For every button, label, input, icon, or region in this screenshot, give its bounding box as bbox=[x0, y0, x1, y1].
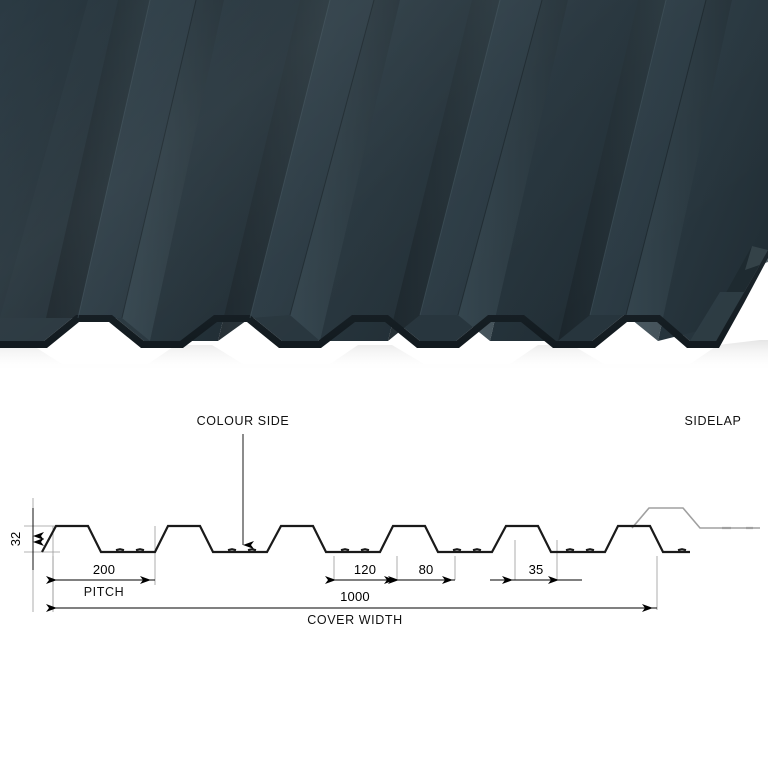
dimension-valley-value: 120 bbox=[354, 562, 376, 577]
sidelap-label: SIDELAP bbox=[684, 414, 741, 428]
technical-drawing-panel: 32 COLOUR SIDE SIDELAP 200 PITCH bbox=[0, 380, 768, 768]
pitch-label: PITCH bbox=[84, 585, 125, 599]
dimension-rib-crown-35: 35 bbox=[490, 562, 582, 584]
dimension-cover-width-1000: 1000 COVER WIDTH bbox=[46, 589, 657, 627]
sidelap-annotation: SIDELAP bbox=[684, 414, 741, 428]
dimension-pitch-value: 200 bbox=[93, 562, 115, 577]
colour-side-label: COLOUR SIDE bbox=[197, 414, 290, 428]
dimension-height-32: 32 bbox=[8, 508, 44, 570]
dimension-pitch-200: 200 PITCH bbox=[46, 562, 155, 599]
cover-width-label: COVER WIDTH bbox=[307, 613, 403, 627]
sheet-body bbox=[0, 0, 768, 348]
diagram-background bbox=[0, 380, 768, 768]
dimension-rib-crown-value: 35 bbox=[529, 562, 544, 577]
sidelap-overlap-profile bbox=[631, 507, 760, 530]
colour-side-annotation: COLOUR SIDE bbox=[197, 414, 290, 549]
dimension-valley-120: 120 bbox=[325, 562, 397, 584]
dimension-height-value: 32 bbox=[8, 532, 23, 546]
product-photo-panel bbox=[0, 0, 768, 380]
dimension-rib-base-value: 80 bbox=[419, 562, 434, 577]
roofing-sheet-render bbox=[0, 0, 768, 380]
dimension-rib-base-80: 80 bbox=[388, 562, 455, 584]
sheet-profile-line bbox=[41, 524, 690, 554]
profile-cross-section-svg: 32 COLOUR SIDE SIDELAP 200 PITCH bbox=[0, 380, 768, 768]
dimension-cover-width-value: 1000 bbox=[340, 589, 370, 604]
valley-stiffener-dimples bbox=[115, 548, 687, 552]
